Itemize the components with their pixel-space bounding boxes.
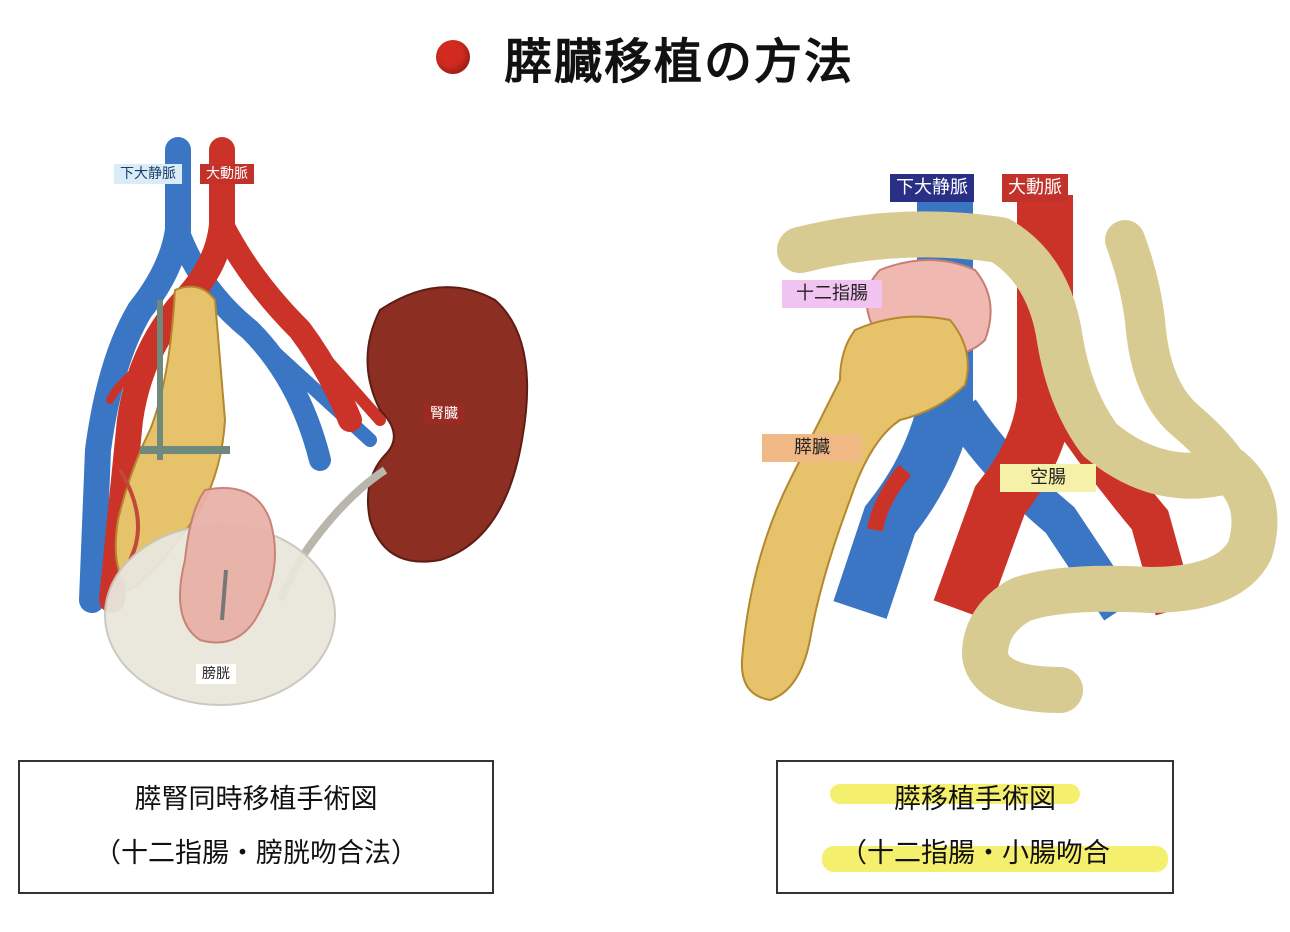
right-caption-line1: 膵移植手術図 — [894, 784, 1056, 815]
highlighter-stroke-2 — [822, 846, 1168, 872]
left-label-ivc: 下大静脈 — [114, 164, 182, 184]
left-label-kidney: 腎臓 — [424, 404, 464, 424]
right-label-aorta: 大動脈 — [1002, 174, 1068, 202]
highlighter-stroke-1 — [830, 784, 1080, 804]
right-label-pancreas: 膵臓 — [762, 434, 862, 462]
right-label-jejunum: 空腸 — [1000, 464, 1096, 492]
right-label-duodenum: 十二指腸 — [782, 280, 882, 308]
left-caption-line2: （十二指腸・膀胱吻合法） — [94, 838, 418, 869]
red-bullet-icon — [435, 40, 470, 74]
right-label-ivc: 下大静脈 — [890, 174, 974, 202]
right-pancreas — [740, 315, 969, 702]
left-caption-box: 膵腎同時移植手術図 （十二指腸・膀胱吻合法） — [18, 760, 494, 894]
right-caption-line2: （十二指腸・小腸吻合 — [840, 838, 1110, 869]
left-caption-line1: 膵腎同時移植手術図 — [134, 784, 378, 815]
left-label-bladder: 膀胱 — [196, 664, 236, 684]
slide-title: 膵臓移植の方法 — [0, 22, 1290, 92]
left-label-aorta: 大動脈 — [200, 164, 254, 184]
right-caption-box: 膵移植手術図 （十二指腸・小腸吻合 — [776, 760, 1174, 894]
kidney-shape — [366, 286, 529, 563]
title-text: 膵臓移植の方法 — [503, 34, 854, 90]
